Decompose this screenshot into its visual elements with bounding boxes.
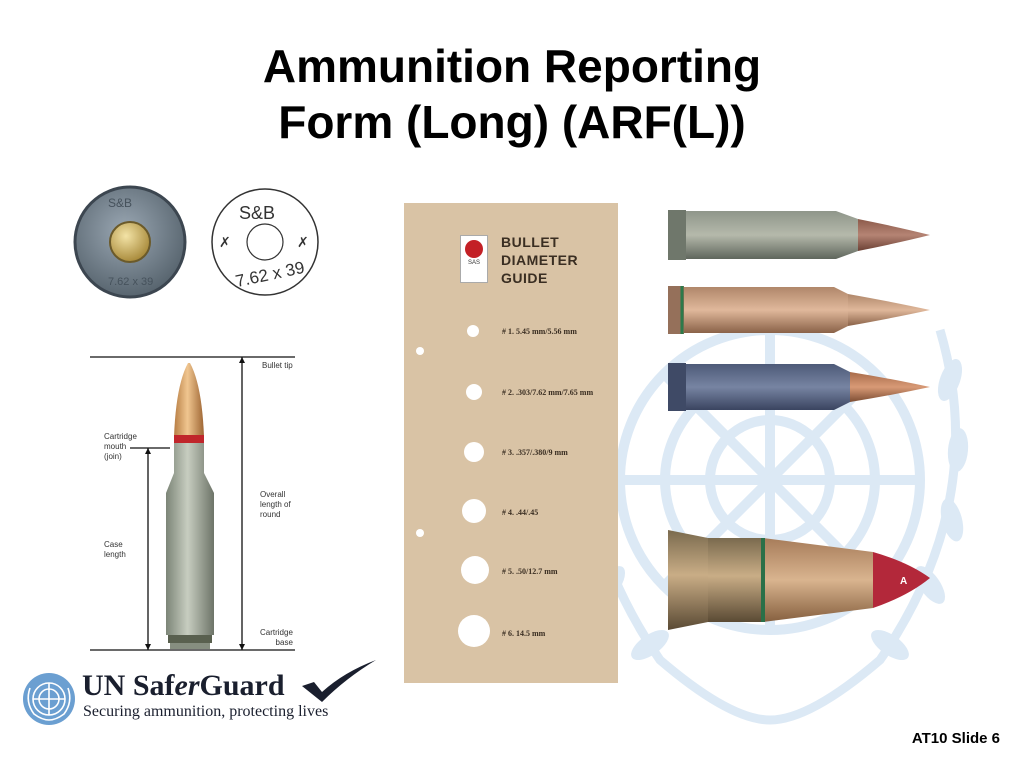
brand-name-part-2: er (174, 669, 200, 702)
guide-entry-4: # 4. .44/.45 (454, 499, 614, 529)
brand-tagline: Securing ammunition, protecting lives (83, 703, 329, 720)
label-cartridge-mouth-line-1: Cartridge (104, 432, 137, 441)
cartridge-photo-1 (668, 210, 930, 260)
guide-entry-6: # 6. 14.5 mm (454, 615, 614, 647)
tip-marking-letter: A (900, 576, 907, 587)
small-arms-survey-logo: SAS (460, 235, 488, 283)
label-bullet-tip: Bullet tip (262, 361, 293, 370)
label-cartridge-base: Cartridge base (260, 628, 293, 648)
logo-red-mark (465, 240, 483, 258)
title-line-2: Form (Long) (ARF(L)) (278, 96, 746, 148)
headstamp-photo-maker: S&B (108, 196, 132, 210)
cartridge-dimension-diagram: Bullet tip Cartridge mouth (join) Case l… (90, 345, 300, 655)
label-case-length-line-2: length (104, 550, 126, 559)
guide-title-line-1: BULLET (501, 234, 560, 250)
label-cartridge-mouth: Cartridge mouth (join) (104, 432, 137, 462)
logo-text: SAS (467, 260, 480, 266)
label-overall-length-line-3: round (260, 510, 281, 519)
guide-title: BULLET DIAMETER GUIDE (501, 233, 601, 287)
guide-label-5: # 5. .50/12.7 mm (502, 567, 558, 576)
slide-number: AT10 Slide 6 (911, 730, 1000, 747)
label-overall-length-line-1: Overall (260, 490, 286, 499)
guide-hole-6 (458, 615, 490, 647)
guide-label-3: # 3. .357/.380/9 mm (502, 448, 568, 457)
un-logo-icon (23, 673, 75, 725)
guide-hole-2 (466, 384, 482, 400)
slide-title: Ammunition Reporting Form (Long) (ARF(L)… (0, 38, 1024, 150)
guide-entry-3: # 3. .357/.380/9 mm (454, 439, 614, 469)
label-cartridge-base-line-2: base (275, 638, 293, 647)
cartridge-photo-3 (668, 363, 930, 411)
title-line-1: Ammunition Reporting (262, 40, 762, 92)
guide-label-1: # 1. 5.45 mm/5.56 mm (502, 327, 577, 336)
brand-name-part-3: Guard (199, 669, 285, 702)
headstamp-photo-caliber: 7.62 x 39 (108, 276, 153, 288)
punch-hole-lower (416, 529, 424, 537)
cartridge-photo-4-closeup: A (668, 530, 930, 630)
guide-entry-1: # 1. 5.45 mm/5.56 mm (454, 319, 614, 349)
label-overall-length-line-2: length of (260, 500, 291, 509)
headstamp-drawing-maker: S&B (239, 203, 275, 223)
guide-label-4: # 4. .44/.45 (502, 508, 539, 517)
marking-symbol-left: ✗ (219, 235, 231, 251)
punch-hole-upper (416, 347, 424, 355)
guide-title-line-2: DIAMETER (501, 252, 579, 268)
label-cartridge-mouth-line-2: mouth (104, 442, 127, 451)
guide-label-2: # 2. .303/7.62 mm/7.65 mm (502, 388, 594, 397)
checkmark-icon (302, 660, 376, 702)
cartridge-photo-2 (668, 286, 930, 334)
label-overall-length: Overall length of round (260, 490, 291, 520)
label-case-length: Case length (104, 540, 126, 560)
guide-label-6: # 6. 14.5 mm (502, 629, 546, 638)
headstamp-drawing: S&B 7.62 x 39 ✗ ✗ (211, 188, 319, 296)
headstamp-photo: S&B 7.62 x 39 (73, 185, 187, 299)
un-saferguard-wordmark: UN SaferGuard (82, 668, 285, 704)
guide-hole-4 (462, 499, 486, 523)
brand-name-part-1: UN Saf (82, 669, 175, 702)
label-case-length-line-1: Case (104, 540, 123, 549)
guide-hole-1 (467, 325, 479, 337)
guide-hole-3 (464, 442, 484, 462)
guide-hole-5 (461, 556, 489, 584)
guide-title-line-3: GUIDE (501, 270, 548, 286)
label-cartridge-mouth-line-3: (join) (104, 452, 122, 461)
guide-entry-2: # 2. .303/7.62 mm/7.65 mm (454, 379, 614, 409)
marking-symbol-right: ✗ (297, 235, 309, 251)
guide-entry-5: # 5. .50/12.7 mm (454, 556, 614, 587)
bullet-diameter-guide-card: SAS BULLET DIAMETER GUIDE # 1. 5.45 mm/5… (404, 203, 618, 683)
label-cartridge-base-line-1: Cartridge (260, 628, 293, 637)
